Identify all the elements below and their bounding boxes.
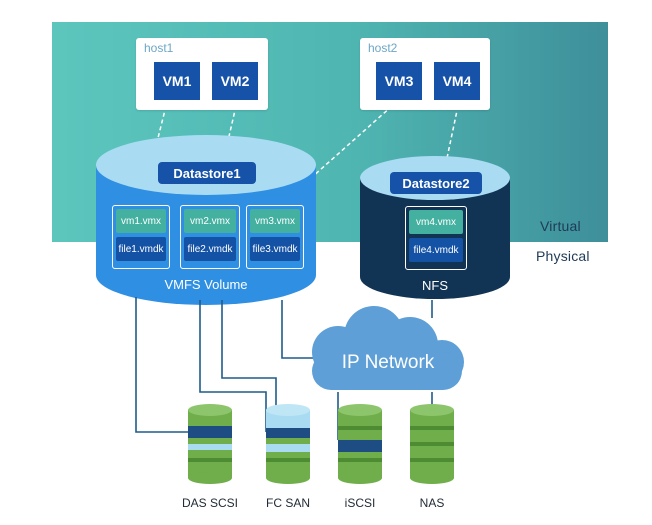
host1-box: host1 VM1 VM2 (136, 38, 268, 110)
virtual-label: Virtual (540, 218, 581, 234)
vmfs-to-network-line (281, 300, 318, 359)
file-group-4: vm4.vmx file4.vmdk (405, 206, 467, 270)
physical-label: Physical (536, 248, 590, 264)
file-group-2: vm2.vmx file2.vmdk (180, 205, 240, 269)
nfs-label: NFS (422, 278, 448, 293)
iscsi-label: iSCSI (344, 496, 376, 510)
file-group-3: vm3.vmx file3.vmdk (246, 205, 304, 269)
file3-vmdk: file3.vmdk (250, 237, 300, 261)
vm3-to-file-line (274, 105, 393, 211)
vm1-vmx-file: vm1.vmx (116, 209, 166, 233)
fc-san-label: FC SAN (265, 496, 310, 510)
vm3-box: VM3 (376, 62, 422, 100)
das-connection-line (135, 297, 188, 433)
vm2-vmx-file: vm2.vmx (184, 209, 236, 233)
file-group-1: vm1.vmx file1.vmdk (112, 205, 170, 269)
file4-vmdk: file4.vmdk (409, 238, 463, 262)
ip-network-label: IP Network (341, 352, 435, 373)
datastore1-title: Datastore1 (158, 162, 256, 184)
host1-label: host1 (144, 41, 174, 55)
nas-disks (410, 404, 454, 484)
vm4-to-file-line (435, 105, 459, 211)
das-scsi-label: DAS SCSI (181, 496, 238, 510)
host2-label: host2 (368, 41, 398, 55)
vm4-vmx-file: vm4.vmx (409, 210, 463, 234)
vm4-box: VM4 (434, 62, 480, 100)
fc-san-disks (266, 404, 310, 484)
file1-vmdk: file1.vmdk (116, 237, 166, 261)
file2-vmdk: file2.vmdk (184, 237, 236, 261)
vmfs-volume-label: VMFS Volume (164, 277, 248, 292)
nas-label: NAS (419, 496, 445, 510)
vm3-vmx-file: vm3.vmx (250, 209, 300, 233)
das-scsi-disks (188, 404, 232, 484)
vm2-to-file-line (211, 105, 237, 211)
vm1-box: VM1 (154, 62, 200, 100)
iscsi-disks (338, 404, 382, 484)
vm1-to-file-line (139, 105, 167, 211)
host2-box: host2 VM3 VM4 (360, 38, 490, 110)
datastore2-title: Datastore2 (390, 172, 482, 194)
vm2-box: VM2 (212, 62, 258, 100)
ip-network-cloud (312, 306, 464, 390)
